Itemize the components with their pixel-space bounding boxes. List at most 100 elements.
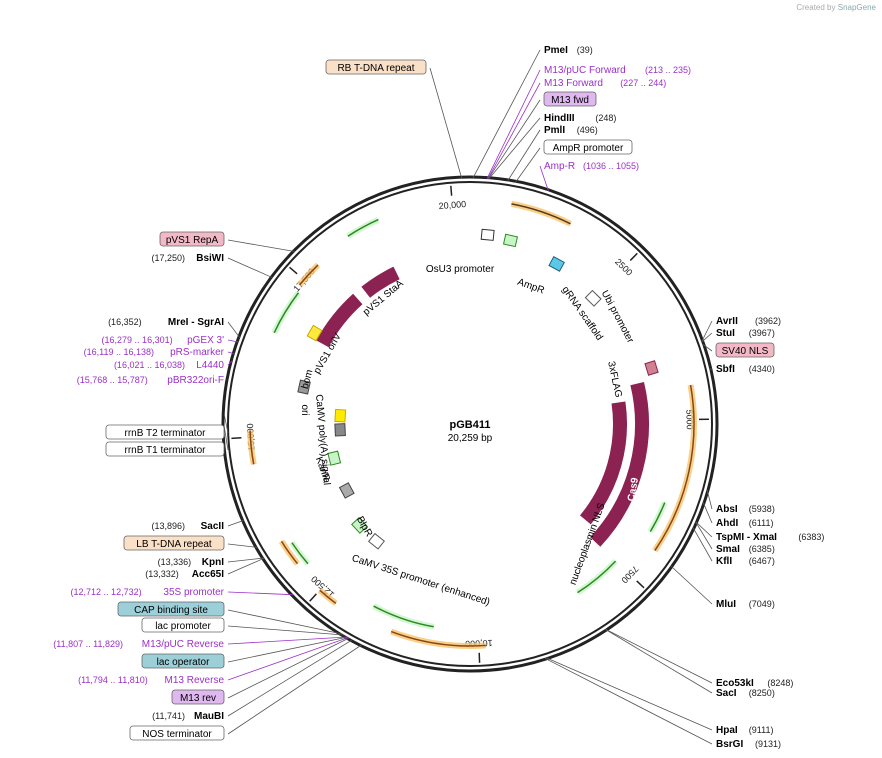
- enzyme-stui: StuI: [716, 328, 735, 339]
- callout-layer: PmeI(39)M13/pUC Forward(213 .. 235)M13 F…: [53, 45, 824, 750]
- callout-leader: [227, 637, 349, 681]
- enzyme-acc65i: Acc65I: [192, 569, 224, 580]
- callout-leader: [227, 257, 273, 278]
- position-kfli: (6467): [749, 556, 775, 566]
- position-pbr322ori-f: (15,768 .. 15,787): [77, 375, 148, 385]
- inner-label-grna-scaffold: gRNA scaffold: [559, 285, 604, 343]
- inner-label-osu3-promoter: OsU3 promoter: [426, 264, 495, 275]
- inner-label-3xflag: 3xFLAG: [605, 360, 623, 398]
- plasmid-size: 20,259 bp: [448, 433, 493, 444]
- callout-leader: [706, 489, 713, 510]
- primer-pgex-3: pGEX 3': [187, 335, 224, 346]
- orf-line: [298, 264, 319, 286]
- bom-box: [297, 379, 311, 395]
- pvs1-oriv-box: [306, 324, 323, 342]
- orf-line: [390, 630, 486, 647]
- primer-m13-puc-forward: M13/pUC Forward: [544, 65, 626, 76]
- credit-brand: SnapGene: [837, 3, 876, 12]
- feature-label-m13-rev: M13 rev: [180, 693, 216, 704]
- enzyme-mlui: MluI: [716, 599, 736, 610]
- position-acc65i: (13,332): [145, 569, 179, 579]
- kanr-arrow: [327, 450, 342, 466]
- feature-box-lac-promoter: [141, 617, 225, 633]
- inner-label-ampr: AmpR: [516, 277, 546, 297]
- orf-layer: [247, 200, 697, 649]
- enzyme-hindiii: HindIII: [544, 113, 575, 124]
- callout-leader: [702, 502, 713, 524]
- enzyme-tspmi-xmai: TspMI - XmaI: [716, 532, 777, 543]
- grna-scaffold-box: [548, 256, 565, 272]
- feature-box-m13-fwd: [543, 91, 597, 107]
- callout-leader: [544, 657, 713, 745]
- position-saci: (8250): [749, 688, 775, 698]
- backbone-outer-ring: [221, 175, 719, 673]
- primer-pbr322ori-f: pBR322ori-F: [167, 375, 224, 386]
- callout-leader: [223, 425, 229, 451]
- tick-mark: [636, 580, 645, 589]
- callout-leader: [227, 636, 348, 663]
- orf-line: [273, 292, 300, 334]
- callout-leader: [227, 609, 342, 635]
- position-l4440: (16,021 .. 16,038): [114, 360, 185, 370]
- callout-leader: [701, 332, 713, 343]
- position-smai: (6385): [749, 544, 775, 554]
- feature-box-rb-t-dna-repeat: [325, 59, 427, 75]
- feature-label-lac-promoter: lac promoter: [155, 621, 211, 632]
- enzyme-kpni: KpnI: [202, 557, 224, 568]
- position-35s-promoter: (12,712 .. 12,732): [71, 587, 142, 597]
- callout-leader: [605, 628, 713, 684]
- primer-m13-puc-reverse: M13/pUC Reverse: [142, 639, 225, 650]
- inner-label-cas9: Cas9: [626, 476, 641, 502]
- position-eco53ki: (8248): [767, 678, 793, 688]
- callout-leader: [227, 557, 264, 563]
- callout-leader: [487, 82, 541, 179]
- feature-box-pvs1-repa: [159, 231, 225, 247]
- feature-label-rb-t-dna-repeat: RB T-DNA repeat: [337, 63, 414, 74]
- orf-line: [649, 502, 666, 533]
- callout-leader: [488, 117, 541, 179]
- callout-leader: [227, 239, 295, 252]
- feature-box-rrnb-t2-terminator: [105, 424, 225, 440]
- feature-label-pvs1-repa: pVS1 RepA: [166, 235, 219, 246]
- enzyme-pmei: PmeI: [544, 45, 568, 56]
- callout-leader: [546, 657, 713, 731]
- feature-layer: [297, 228, 659, 550]
- enzyme-sbfi: SbfI: [716, 364, 735, 375]
- callout-leader: [227, 351, 235, 355]
- tick-mark: [231, 437, 242, 440]
- primer-prs-marker: pRS-marker: [170, 347, 225, 358]
- position-prs-marker: (16,119 .. 16,138): [84, 347, 154, 357]
- callout-leader: [695, 521, 713, 538]
- position-m13-puc-forward: (213 .. 235): [645, 65, 691, 75]
- ampr-arrow: [502, 233, 519, 248]
- orf-line: [249, 430, 255, 465]
- position-mrei-sgrai: (16,352): [108, 317, 142, 327]
- position-mlui: (7049): [749, 599, 775, 609]
- feature-label-m13-fwd: M13 fwd: [551, 95, 589, 106]
- callout-leader: [486, 69, 541, 179]
- position-pmei: (39): [577, 45, 593, 55]
- snapgene-credit: Created by SnapGene: [796, 3, 876, 12]
- position-m13-reverse: (11,794 .. 11,810): [78, 675, 148, 685]
- enzyme-maubi: MauBI: [194, 711, 224, 722]
- callout-leader: [487, 99, 541, 179]
- callout-leader: [472, 49, 541, 179]
- position-m13-forward: (227 .. 244): [620, 78, 666, 88]
- position-m13-puc-reverse: (11,807 .. 11,829): [53, 639, 123, 649]
- inner-label-ori: ori: [299, 404, 310, 415]
- feature-label-lac-operator: lac operator: [157, 657, 210, 668]
- callout-leader: [227, 591, 293, 596]
- callout-leader: [227, 360, 233, 366]
- enzyme-hpai: HpaI: [716, 725, 738, 736]
- callout-leader: [702, 343, 713, 352]
- position-kpni: (13,336): [158, 557, 192, 567]
- callout-leader: [539, 165, 549, 191]
- tick-label: 20,000: [438, 199, 466, 211]
- tick-mark: [450, 185, 453, 196]
- inner-label-bom: bom: [300, 369, 316, 391]
- position-absi: (5938): [749, 504, 775, 514]
- feature-arc-cas9-outer: [590, 381, 649, 547]
- backbone-inner-ring: [227, 181, 713, 667]
- callout-leader: [227, 543, 258, 548]
